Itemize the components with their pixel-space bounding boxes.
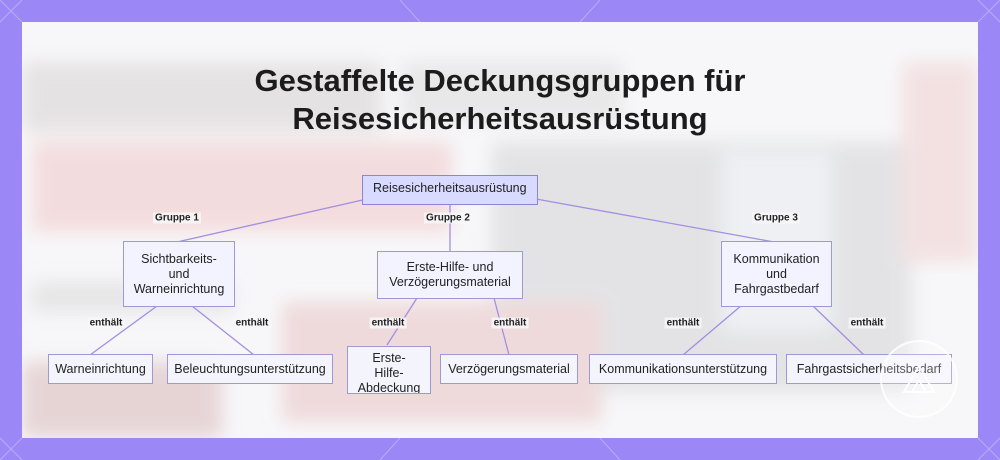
node-group-3-line-2: und: [766, 267, 787, 282]
edge-label-group-3: Gruppe 3: [752, 213, 800, 224]
node-group-3-line-3: Fahrgastbedarf: [734, 282, 819, 297]
node-leaf-verzoegerungsmaterial[interactable]: Verzögerungsmaterial: [440, 354, 578, 384]
edge-root-group1: [177, 199, 367, 242]
node-leaf-3-line-2: Hilfe-: [374, 366, 403, 381]
badge-watermark-icon: [880, 340, 958, 418]
node-leaf-4-label: Verzögerungsmaterial: [448, 362, 570, 377]
node-root[interactable]: Reisesicherheitsausrüstung: [362, 175, 538, 205]
node-leaf-5-label: Kommunikationsunterstützung: [599, 362, 767, 377]
node-leaf-erste-hilfe-abdeckung[interactable]: Erste- Hilfe- Abdeckung: [347, 346, 431, 394]
node-group-1-line-3: Warneinrichtung: [134, 282, 225, 297]
edge-group3-leaf6: [812, 305, 864, 355]
diagram-card: Gestaffelte Deckungsgruppen für Reisesic…: [22, 22, 978, 438]
node-leaf-2-label: Beleuchtungsunterstützung: [174, 362, 326, 377]
edge-label-contains-6: enthält: [849, 318, 886, 329]
node-group-1-line-1: Sichtbarkeits-: [141, 252, 217, 267]
edge-label-group-1: Gruppe 1: [153, 213, 201, 224]
node-leaf-warneinrichtung[interactable]: Warneinrichtung: [48, 354, 153, 384]
edge-label-contains-5: enthält: [665, 318, 702, 329]
node-leaf-1-label: Warneinrichtung: [55, 362, 146, 377]
edge-group1-leaf1: [90, 306, 157, 355]
node-leaf-3-line-1: Erste-: [372, 351, 405, 366]
node-group-2[interactable]: Erste-Hilfe- und Verzögerungsmaterial: [377, 251, 523, 299]
node-leaf-kommunikationsunterstuetzung[interactable]: Kommunikationsunterstützung: [589, 354, 777, 384]
edge-group3-leaf5: [683, 305, 742, 355]
edge-label-contains-3: enthält: [370, 318, 407, 329]
edge-label-contains-1: enthält: [88, 318, 125, 329]
node-group-1[interactable]: Sichtbarkeits- und Warneinrichtung: [123, 241, 235, 307]
node-leaf-3-line-3: Abdeckung: [358, 381, 421, 394]
watermark-glyph-icon: [882, 342, 956, 416]
node-group-3-line-1: Kommunikation: [733, 252, 819, 267]
node-leaf-beleuchtung[interactable]: Beleuchtungsunterstützung: [167, 354, 333, 384]
node-root-label: Reisesicherheitsausrüstung: [373, 181, 527, 196]
edge-label-contains-2: enthält: [234, 318, 271, 329]
edge-group1-leaf2: [192, 306, 254, 355]
node-group-2-line-2: Verzögerungsmaterial: [389, 275, 511, 290]
edge-root-group3: [536, 199, 774, 242]
edge-label-group-2: Gruppe 2: [424, 213, 472, 224]
node-group-3[interactable]: Kommunikation und Fahrgastbedarf: [721, 241, 832, 307]
node-group-2-line-1: Erste-Hilfe- und: [407, 260, 494, 275]
edge-label-contains-4: enthält: [492, 318, 529, 329]
node-group-1-line-2: und: [169, 267, 190, 282]
